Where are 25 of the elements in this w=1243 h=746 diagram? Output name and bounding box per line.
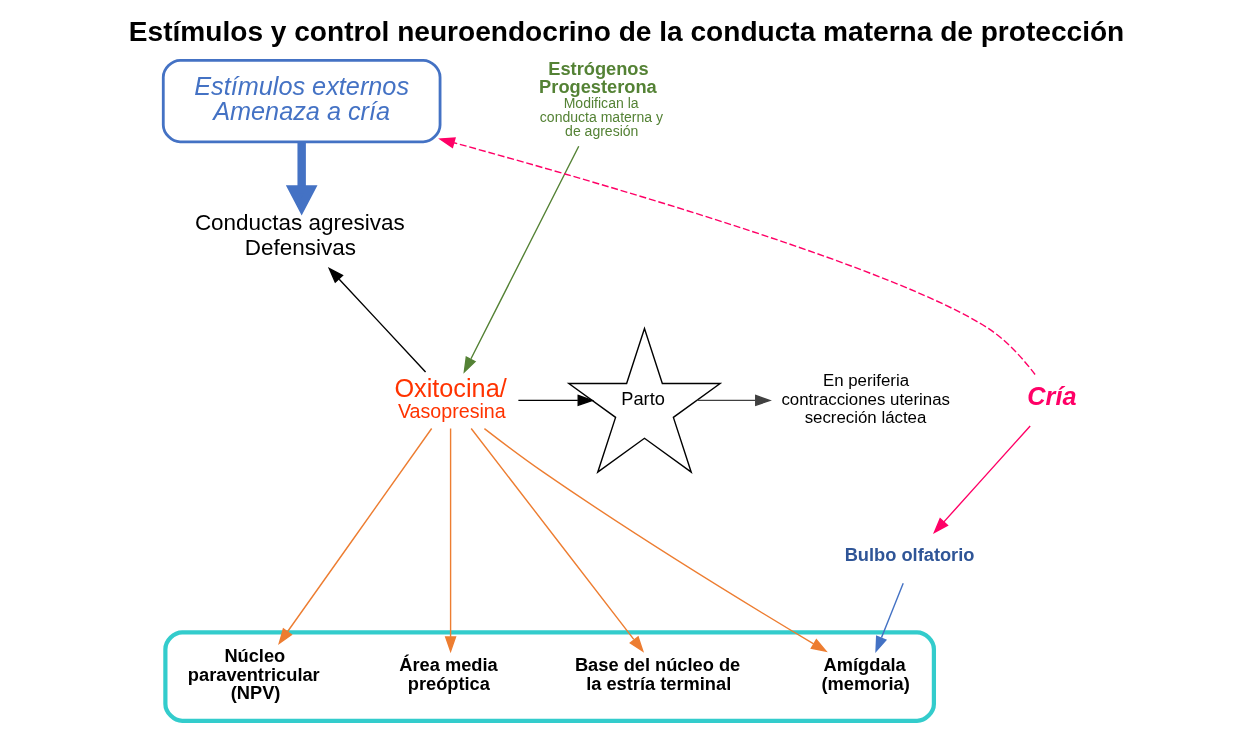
arrow [874, 582, 904, 654]
node-text: Oxitocina/ Vasopresina [393, 373, 507, 422]
arrow [695, 394, 772, 407]
node-text: Bulbo olfatorio [844, 544, 974, 566]
arrow [437, 137, 1036, 376]
arrow [517, 394, 594, 407]
node-box: Estímulos externos Amenaza a cría [161, 58, 441, 144]
node-text: Amígdala (memoria) [821, 654, 910, 694]
arrow [277, 427, 432, 645]
arrow [483, 427, 828, 653]
node-text: Núcleo paraventricular (NPV) [187, 645, 320, 703]
cluster [162, 630, 936, 723]
node-text: Conductas agresivas Defensivas [194, 210, 405, 261]
arrow [932, 425, 1031, 534]
node-text: Cría [1026, 382, 1076, 411]
node-text: Estrógenos Progesterona Modifican la conducta materna y de agresión [538, 57, 663, 140]
arrow [444, 427, 456, 654]
arrow [470, 427, 644, 653]
node-text: Base del núcleo de la estría terminal [574, 654, 740, 694]
arrow [285, 142, 317, 216]
node-text: En periferia contracciones uterinas secreción láctea [780, 371, 950, 428]
arrow [327, 266, 426, 373]
diagram-title: Estímulos y control neuroendocrino de la conducta materna de protección [128, 15, 1124, 47]
node-text: Área media preóptica [398, 654, 498, 694]
arrow [462, 145, 579, 374]
